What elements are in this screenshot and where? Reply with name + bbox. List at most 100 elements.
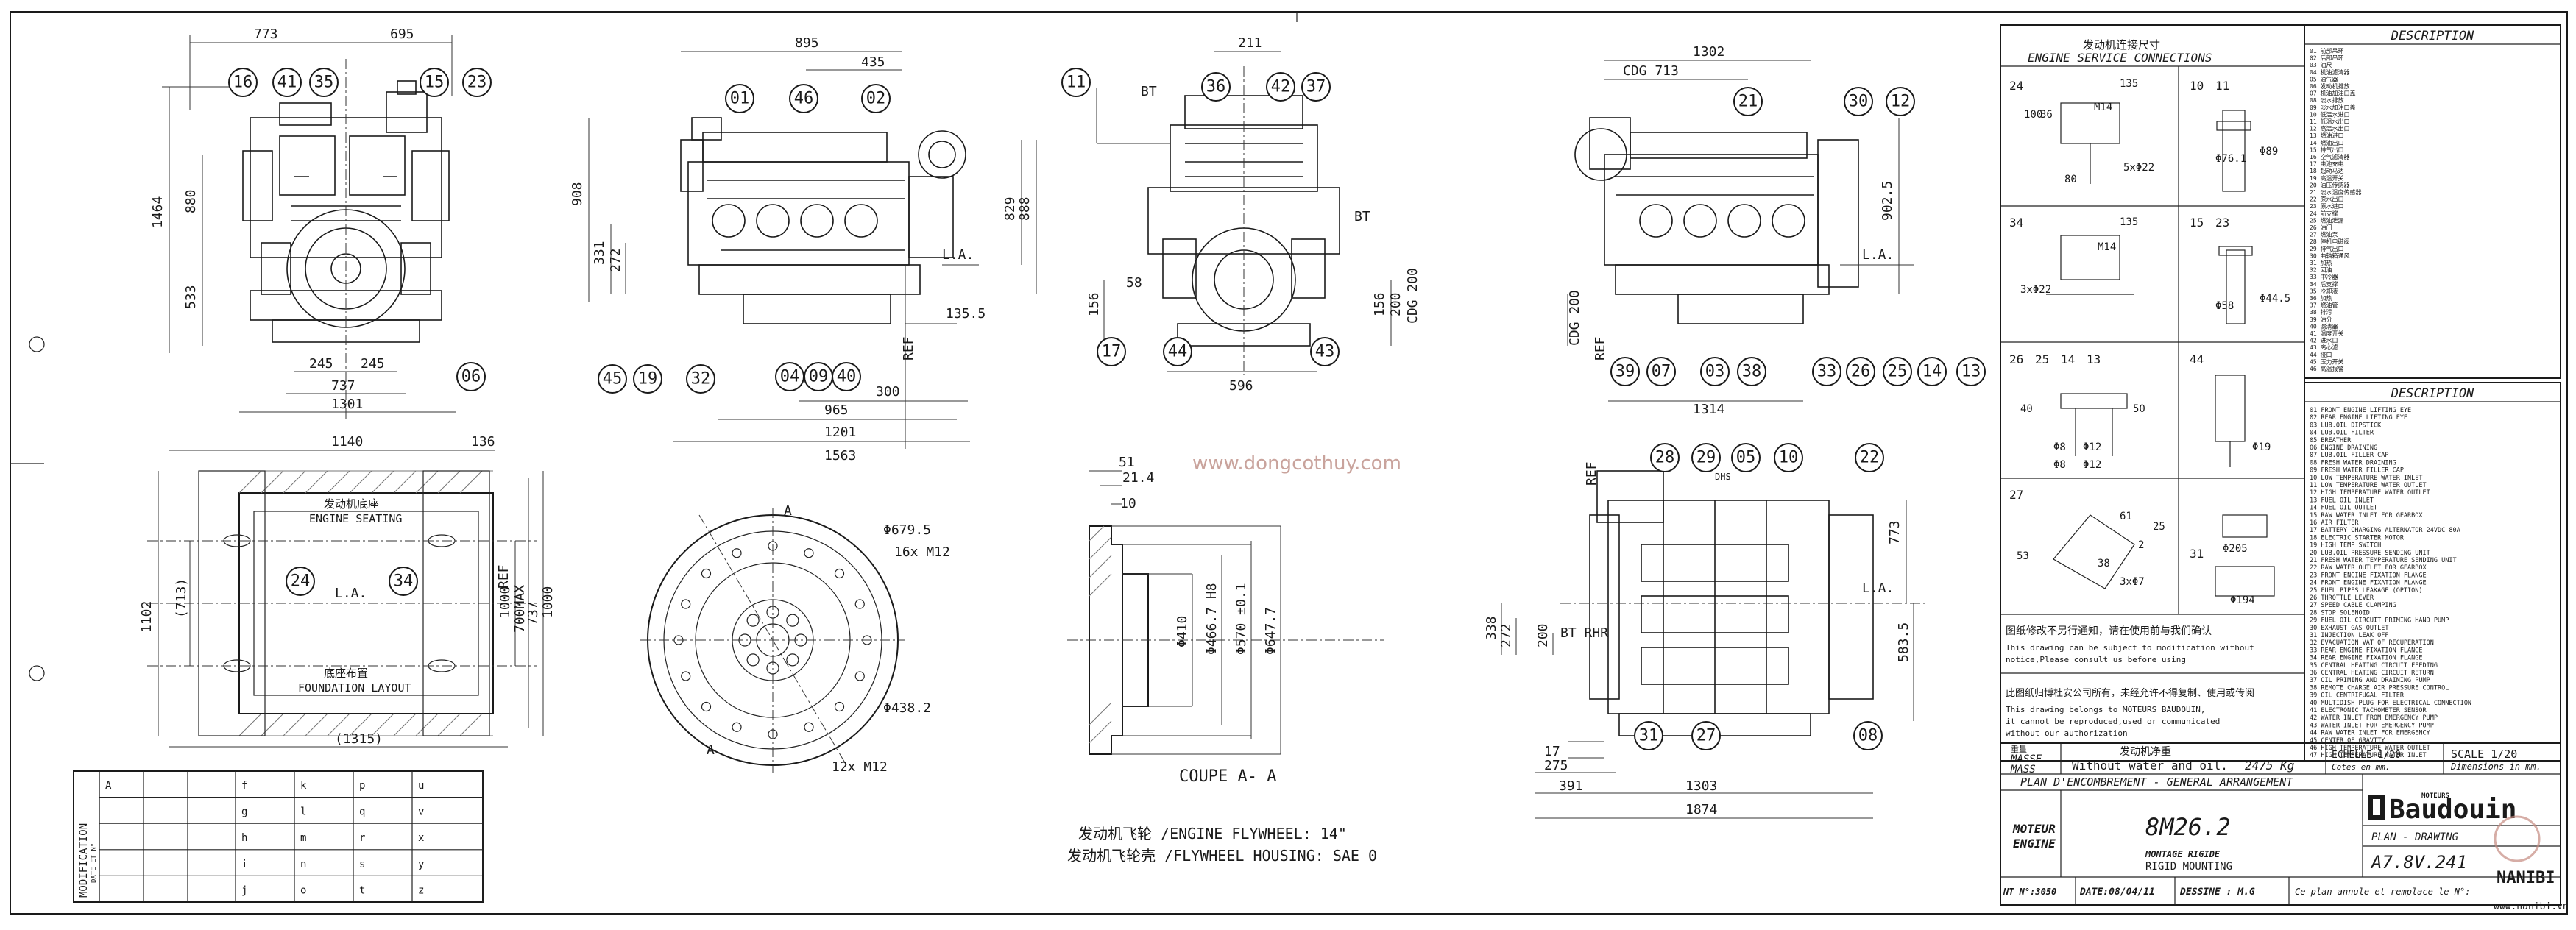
callout-number: 05 xyxy=(1736,449,1756,467)
revision-letter: t xyxy=(359,884,365,896)
dimension-label: 200 xyxy=(1388,292,1404,316)
connection-callout: 10 xyxy=(2190,79,2204,93)
flywheel-bolt-hole xyxy=(854,599,865,609)
description-row: 07 LUB.OIL FILLER CAP xyxy=(2310,452,2388,459)
nanibi-logo-icon xyxy=(2494,815,2541,862)
description-row: 21 淡水温度传感器 xyxy=(2310,188,2361,196)
dimension-label: 1314 xyxy=(1693,402,1724,417)
dimension-label: 902.5 xyxy=(1880,181,1895,221)
callout-circle xyxy=(686,364,715,394)
revision-letter: s xyxy=(359,859,365,870)
callout-circle xyxy=(1650,443,1680,472)
dimension-label: 245 xyxy=(309,356,333,372)
revision-letter: o xyxy=(300,884,306,896)
dimension-label: 773 xyxy=(1887,520,1903,544)
callout-number: 45 xyxy=(603,370,623,388)
connection-dimension: 3xΦ7 xyxy=(2120,576,2145,588)
connection-dimension: 53 xyxy=(2017,550,2029,562)
callout-number: 32 xyxy=(691,370,711,388)
connection-dimension: 2 xyxy=(2138,539,2144,551)
connection-callout: 31 xyxy=(2190,547,2204,561)
dimension-label: L.A. xyxy=(1862,581,1894,596)
connection-callout: 13 xyxy=(2087,352,2101,366)
callout-number: 14 xyxy=(1922,363,1942,381)
connection-callout: 15 xyxy=(2190,216,2204,230)
callout-number: 35 xyxy=(314,74,334,92)
dimension-label: 1201 xyxy=(824,425,856,440)
description-row: 14 FUEL OIL OUTLET xyxy=(2310,505,2377,512)
description-row: 19 高温开关 xyxy=(2310,174,2343,182)
scale-fr: ECHELLE 1/20 xyxy=(2332,750,2401,761)
description-row: 02 后部吊环 xyxy=(2310,54,2343,62)
dimension-label: 16x M12 xyxy=(894,544,950,560)
callout-number: 43 xyxy=(1315,343,1335,361)
connection-dimension: Φ76.1 xyxy=(2215,153,2246,165)
dimension-label: 391 xyxy=(1559,778,1583,794)
dimension-label: (713) xyxy=(174,578,189,618)
watermark: www.dongcothuy.com xyxy=(1192,452,1401,475)
dimension-label: 880 xyxy=(183,189,199,213)
callout-number: 19 xyxy=(638,370,658,388)
callout-circle xyxy=(1812,357,1841,386)
dimension-label: 895 xyxy=(795,35,819,51)
callout-circle xyxy=(1853,721,1883,750)
callout-bubble: 03 xyxy=(1700,357,1730,386)
callout-number: 29 xyxy=(1696,449,1716,467)
description-row: 35 冷却液 xyxy=(2310,287,2338,294)
mass-value: 2475 Kg xyxy=(2245,759,2294,773)
description-row: 03 LUB.OIL DIPSTICK xyxy=(2310,422,2382,429)
description-row: 45 CENTER OF GRAVITY xyxy=(2310,737,2385,745)
revision-letter: f xyxy=(241,780,247,792)
flywheel-bolt-hole xyxy=(804,722,814,732)
callout-bubble: 08 xyxy=(1853,721,1883,750)
callout-bubble: 13 xyxy=(1956,357,1986,386)
flywheel-center-hole xyxy=(786,614,799,627)
callout-circle xyxy=(1917,357,1947,386)
callout-circle xyxy=(286,567,315,596)
connection-dimension: Φ44.5 xyxy=(2260,293,2290,305)
callout-bubble: 29 xyxy=(1691,443,1721,472)
owner-en-1: This drawing belongs to MOTEURS BAUDOUIN… xyxy=(2006,705,2206,714)
flywheel-center-hole xyxy=(746,614,760,627)
connection-callout: 11 xyxy=(2215,79,2229,93)
description-row: 29 排气出口 xyxy=(2310,245,2343,252)
description-row: 10 低温水进口 xyxy=(2310,110,2349,118)
revision-letter: y xyxy=(418,859,424,870)
description-row: 40 滤清器 xyxy=(2310,322,2338,330)
connections-title-cn: 发动机连接尺寸 xyxy=(2083,38,2160,52)
dimension-label: 965 xyxy=(824,402,849,418)
description-row: 39 油分 xyxy=(2310,316,2332,323)
callout-number: 23 xyxy=(467,74,487,92)
callout-circle xyxy=(1844,87,1873,116)
callout-bubble: 07 xyxy=(1646,357,1676,386)
description-row: 08 FRESH WATER DRAINING xyxy=(2310,459,2396,466)
description-row: 17 BATTERY CHARGING ALTERNATOR 24VDC 80A xyxy=(2310,527,2460,534)
description-row: 31 加热 xyxy=(2310,259,2332,266)
description-row: 01 前部吊环 xyxy=(2310,47,2343,54)
description-title-1: DESCRIPTION xyxy=(2391,29,2474,43)
flywheel-notes: 发动机飞轮 /ENGINE FLYWHEEL: 14"发动机飞轮壳 /FLYWH… xyxy=(1067,825,1377,865)
description-row: 37 OIL PRIMING AND DRAINING PUMP xyxy=(2310,677,2430,684)
callout-circle xyxy=(789,84,818,113)
description-row: 40 MULTIDISH PLUG FOR ELECTRICAL CONNECT… xyxy=(2310,700,2471,707)
description-row: 01 FRONT ENGINE LIFTING EYE xyxy=(2310,407,2411,414)
sheet-border xyxy=(10,11,2568,915)
connection-callout: 27 xyxy=(2009,488,2023,502)
callout-circle xyxy=(456,362,486,391)
callout-number: 04 xyxy=(780,368,800,386)
description-row: 24 前支撑 xyxy=(2310,210,2338,217)
flywheel-bolt-hole xyxy=(834,568,845,579)
dimension-label: 829 xyxy=(1002,196,1018,221)
description-row: 26 THROTTLE LEVER xyxy=(2310,594,2374,602)
flywheel-center-hole xyxy=(786,653,799,667)
callout-bubble: 22 xyxy=(1855,443,1884,472)
dimension-label: 596 xyxy=(1229,378,1253,394)
callout-bubble: 12 xyxy=(1886,87,1915,116)
connection-dimension: 100 xyxy=(2024,109,2042,121)
punch-hole-top xyxy=(29,336,45,352)
callout-circle xyxy=(1691,721,1721,750)
notices: 图纸修改不另行通知，请在使用前与我们确认 This drawing can be… xyxy=(2006,625,2254,738)
